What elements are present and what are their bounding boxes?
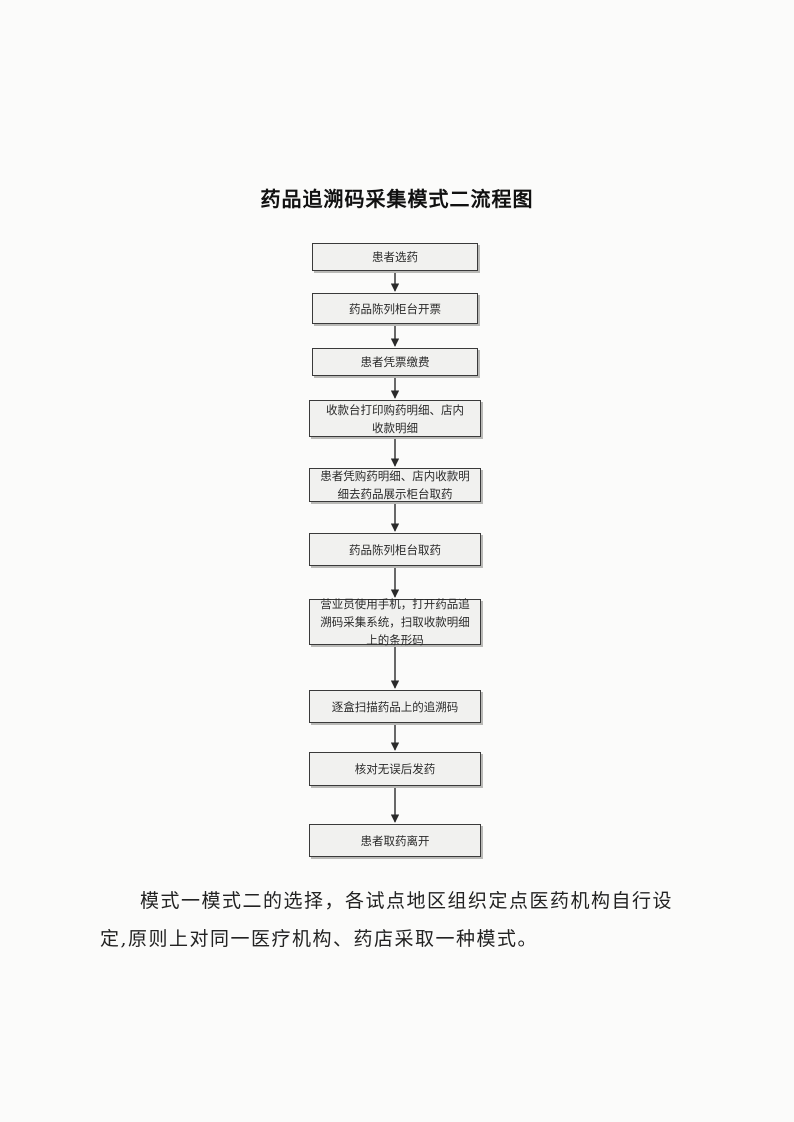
body-paragraph: 模式一模式二的选择，各试点地区组织定点医药机构自行设定,原则上对同一医疗机构、药… <box>100 890 674 950</box>
flow-step-1-text: 患者选药 <box>372 250 418 264</box>
flow-step-2: 药品陈列柜台开票 <box>312 293 478 324</box>
flow-step-2-text: 药品陈列柜台开票 <box>349 301 441 316</box>
flow-step-3: 患者凭票缴费 <box>312 348 478 376</box>
flow-step-5-text: 患者凭购药明细、店内收款明细去药品展示柜台取药 <box>320 469 470 501</box>
flow-step-4: 收款台打印购药明细、店内收款明细 <box>309 400 481 437</box>
flow-step-1: 患者选药 <box>312 243 478 271</box>
flow-step-6: 药品陈列柜台取药 <box>309 533 481 566</box>
flow-step-9: 核对无误后发药 <box>309 752 481 786</box>
flow-step-10: 患者取药离开 <box>309 824 481 857</box>
flow-step-9-text: 核对无误后发药 <box>354 762 436 776</box>
flow-step-8-text: 逐盒扫描药品上的追溯码 <box>331 699 459 714</box>
flow-step-4-text: 收款台打印购药明细、店内收款明细 <box>326 402 464 435</box>
flow-step-5: 患者凭购药明细、店内收款明细去药品展示柜台取药 <box>309 468 481 502</box>
flow-step-10-text: 患者取药离开 <box>360 833 430 848</box>
flow-step-3-text: 患者凭票缴费 <box>360 355 430 369</box>
flow-step-6-text: 药品陈列柜台取药 <box>349 542 441 557</box>
flow-step-7-text: 营业员使用手机，打开药品追溯码采集系统，扫取收款明细上的条形码 <box>320 597 470 647</box>
flow-step-7: 营业员使用手机，打开药品追溯码采集系统，扫取收款明细上的条形码 <box>309 597 481 647</box>
flowchart-title: 药品追溯码采集模式二流程图 <box>260 187 534 211</box>
flow-step-8: 逐盒扫描药品上的追溯码 <box>309 690 481 723</box>
